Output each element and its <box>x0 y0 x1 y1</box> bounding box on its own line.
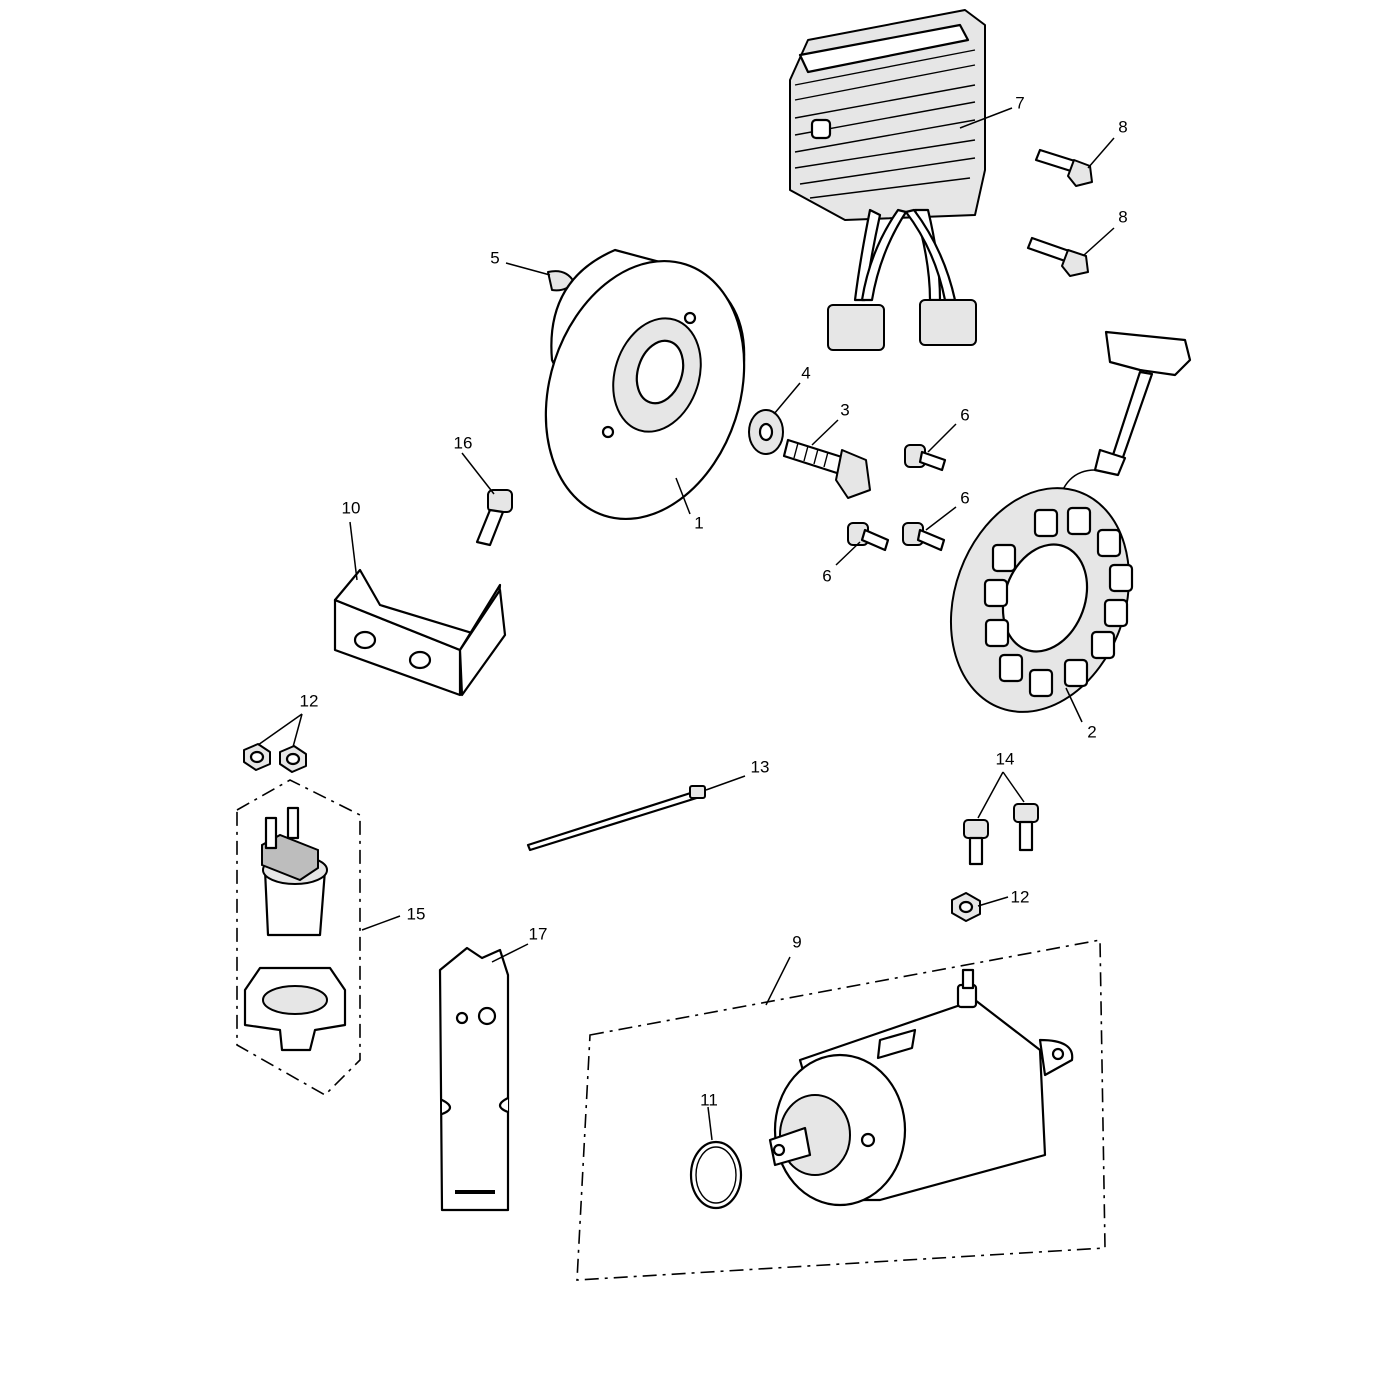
rotor-bolt <box>782 438 871 499</box>
callout-15: 15 <box>407 904 426 923</box>
bolt-14-right <box>1013 803 1039 852</box>
callout-17: 17 <box>529 924 548 943</box>
leader-lines <box>257 107 1115 1141</box>
nut-12-left <box>243 743 271 771</box>
bracket-screw <box>475 489 513 547</box>
starter-motor <box>768 968 1074 1207</box>
starter-motor-group <box>576 939 1106 1281</box>
callout-12-lower: 12 <box>1011 887 1030 906</box>
callout-10: 10 <box>342 498 361 517</box>
bolt-8-lower <box>1026 236 1089 277</box>
o-ring <box>689 1140 743 1210</box>
callout-labels: 1 2 3 4 5 6 6 6 7 8 8 9 10 11 12 12 13 1… <box>300 93 1128 1109</box>
bolt-14-left <box>963 819 989 866</box>
callout-8-upper: 8 <box>1118 117 1127 136</box>
callout-5: 5 <box>490 248 499 267</box>
stator <box>949 330 1192 713</box>
stator-coils <box>983 506 1134 698</box>
callout-6-middle: 6 <box>960 488 969 507</box>
callout-13: 13 <box>751 757 770 776</box>
callout-3: 3 <box>840 400 849 419</box>
callout-1: 1 <box>694 513 703 532</box>
callout-6-bottom: 6 <box>822 566 831 585</box>
stator-screw-top <box>904 444 947 472</box>
bolt-8-upper <box>1034 148 1093 187</box>
callout-12-upper: 12 <box>300 691 319 710</box>
washer <box>748 409 784 455</box>
mounting-bracket <box>333 568 507 697</box>
callout-16: 16 <box>454 433 473 452</box>
starter-relay <box>261 806 328 937</box>
cable-tie <box>526 785 706 852</box>
callout-9: 9 <box>792 932 801 951</box>
callout-7: 7 <box>1015 93 1024 112</box>
relay-rubber-mount <box>243 966 347 1052</box>
nut-12-right <box>279 745 307 773</box>
regulator-rectifier <box>789 9 986 351</box>
stator-screw-middle <box>902 522 946 552</box>
callout-6-top: 6 <box>960 405 969 424</box>
nut-12-lower <box>951 892 981 922</box>
flywheel-rotor <box>544 248 746 521</box>
protection-plate <box>438 946 510 1212</box>
stator-screw-bottom <box>847 522 890 552</box>
callout-14: 14 <box>996 749 1015 768</box>
callout-11: 11 <box>700 1090 718 1109</box>
callout-8-lower: 8 <box>1118 207 1127 226</box>
callout-2: 2 <box>1087 722 1096 741</box>
callout-4: 4 <box>801 363 810 382</box>
starter-relay-group <box>236 779 361 1096</box>
